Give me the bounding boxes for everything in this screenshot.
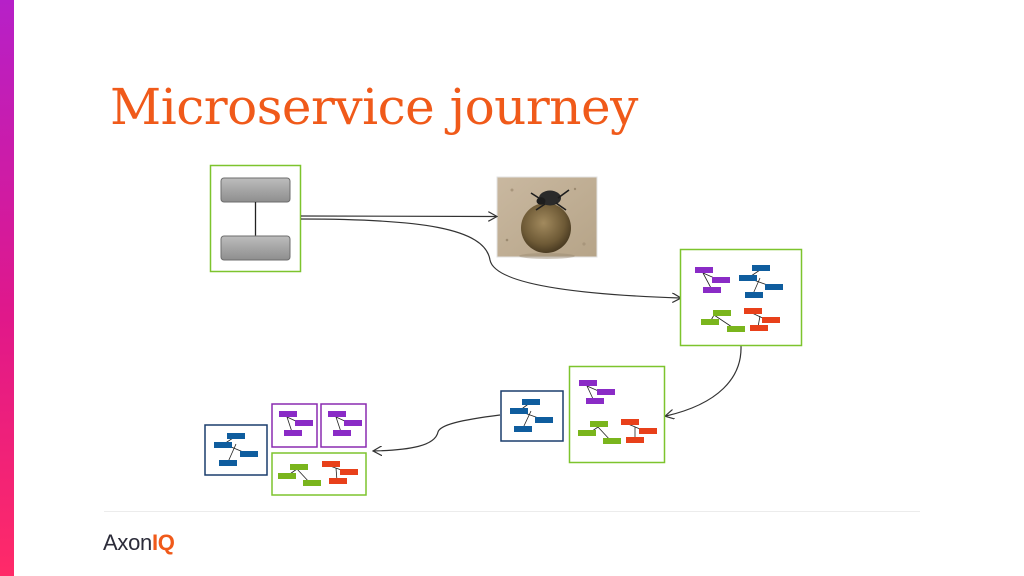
distributed-blue-box: [204, 424, 268, 476]
red-service-cluster: [744, 308, 780, 331]
arrow-split-to-distributed: [374, 414, 501, 451]
footer-divider: [104, 511, 920, 512]
purple-service-cluster: [695, 267, 730, 293]
split-remaining-box: [568, 365, 666, 464]
axoniq-logo: AxonIQ: [103, 530, 175, 556]
modular-services-box: [679, 248, 803, 347]
green-service-cluster: [578, 421, 621, 444]
monolith-box: [209, 164, 302, 273]
distributed-purple-box-2: [320, 403, 367, 448]
slide-title: Microservice journey: [110, 78, 638, 136]
distributed-green-red-box: [271, 452, 367, 496]
monolith-top-node: [220, 177, 291, 203]
logo-accent-part: IQ: [151, 530, 175, 555]
red-service-cluster: [621, 419, 657, 443]
distributed-purple-box-1: [271, 403, 318, 448]
blue-service-cluster: [739, 265, 783, 298]
arrow-services-to-split: [666, 345, 742, 416]
logo-name-part: Axon: [103, 530, 152, 555]
split-blue-box: [500, 390, 564, 442]
dung-beetle-image: [496, 176, 598, 259]
arrow-monolith-to-beetle: [300, 216, 496, 217]
green-service-cluster: [701, 310, 745, 332]
monolith-bottom-node: [220, 235, 291, 261]
slide-accent-bar: [0, 0, 14, 576]
arrow-monolith-to-services: [300, 218, 680, 298]
purple-service-cluster: [579, 380, 615, 404]
